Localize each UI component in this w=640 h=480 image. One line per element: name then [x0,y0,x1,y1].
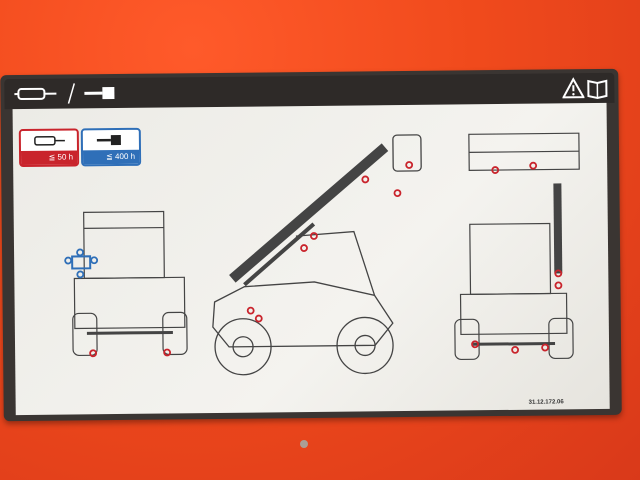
lube-point [163,348,172,357]
lube-point-blue [76,270,85,279]
part-code: 31.12.172.06 [528,399,564,406]
lube-points [89,161,563,358]
interval-badge-50h: ≦ 50 h [18,128,80,168]
lube-point [254,314,263,323]
lube-point-blue [76,248,84,257]
long-interval-points [64,248,99,279]
rear-view-drawing [71,210,188,357]
brush-icon [84,87,115,100]
interval-badge-400h: ≦ 400 h [80,127,142,167]
warning-triangle-icon [562,77,585,99]
front-view-drawing [454,132,580,361]
lube-point [300,244,308,252]
lube-point [246,306,255,315]
lube-point [554,269,563,278]
paint-chip [300,440,308,448]
brush-icon [96,134,121,146]
lube-point [491,166,500,174]
telehandler-drawings [64,132,580,376]
lube-point [89,349,98,358]
header-bar [4,72,615,110]
lube-point [361,175,370,184]
lube-point [393,189,402,197]
diagram-sheet: ≦ 50 h ≦ 400 h [12,102,610,416]
lube-point [541,343,549,352]
side-view-drawing [212,134,422,376]
divider-slash [67,83,76,104]
grease-gun-icon [14,87,57,101]
grease-gun-icon [34,135,65,146]
lube-point [554,281,563,290]
lube-point [511,345,520,354]
lube-point-blue [64,256,73,265]
manual-book-icon [587,79,608,100]
lube-point-blue [90,256,99,265]
lube-point [529,161,538,170]
lube-point [310,232,318,240]
lube-point [405,161,414,169]
lubrication-chart-plate: ≦ 50 h ≦ 400 h [0,68,622,422]
lube-point [471,340,479,349]
